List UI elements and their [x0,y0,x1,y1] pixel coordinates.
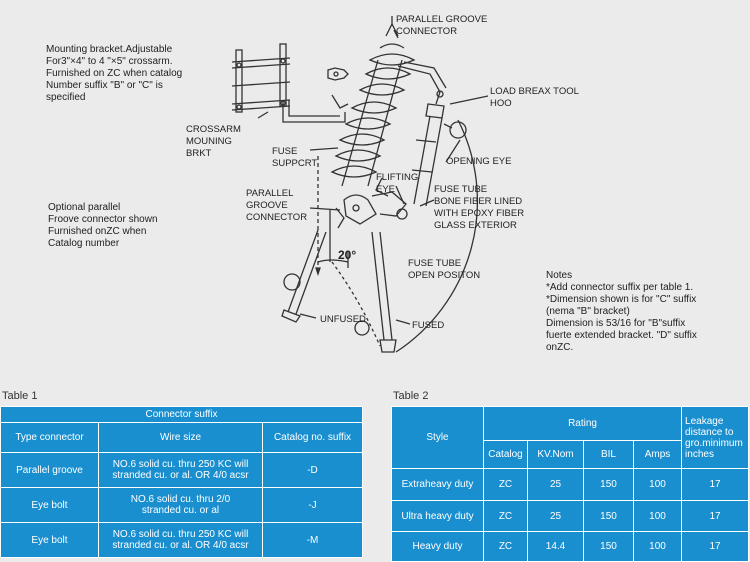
table2-cell: Ultra heavy duty [391,500,484,532]
mounting-bracket [231,43,346,123]
table2-cell: 150 [583,531,634,562]
fuse-support-label: FUSE SUPPCRT [272,146,318,169]
table1-cell: NO.6 solid cu. thru 2/0 stranded cu. or … [98,487,263,523]
table2-header-rating: Rating [482,406,683,441]
table-row: Eye bolt NO.6 solid cu. thru 250 KC will… [0,522,364,558]
table2-cell: 100 [632,500,683,532]
table2-subheader-catalog: Catalog [483,440,528,469]
table2-cell: 150 [583,468,634,501]
load-break-tool-label: LOAD BREAX TOOL HOO [490,86,579,109]
opening-eye-label: OPENING EYE [446,156,512,167]
table2-cell: 17 [681,468,750,501]
table2-cell: Extraheavy duty [391,468,484,501]
table2-cell: ZC [483,500,528,532]
table1-header-type: Type connector [0,422,99,453]
table1-cell: Eye bolt [0,487,99,523]
table2-cell: 17 [681,531,750,562]
table1-header-wire: Wire size [98,422,263,453]
table-row: Parallel groove NO.6 solid cu. thru 250 … [0,452,364,488]
fuse-tube [397,61,467,207]
unfused-label: UNFUSED [320,314,366,325]
table1-cell: NO.6 solid cu. thru 250 KC will stranded… [98,522,263,558]
table1-header-suffix: Catalog no. suffix [261,422,364,453]
table1-cell: Eye bolt [0,522,99,558]
angle-label: 20° [338,248,357,262]
table-row: Eye bolt NO.6 solid cu. thru 2/0 strande… [0,487,364,523]
table1-cell: -M [261,522,364,558]
table-row: Ultra heavy duty ZC 25 150 100 17 [391,500,750,532]
table2-caption: Table 2 [393,390,429,402]
rating-table: Style Rating Leakage distance to gro.min… [391,406,750,562]
insulator [330,16,416,187]
fused-label: FUSED [412,320,445,331]
parallel-groove-connector-top-label: PARALLEL GROOVE CONNECTOR [396,14,488,37]
table2-cell: 25 [527,468,584,501]
table2-subheader-bil: BIL [583,440,634,469]
swing-arc [395,119,479,353]
table2-cell: ZC [483,531,528,562]
table2-cell: 150 [583,500,634,532]
table2-cell: 14.4 [527,531,584,562]
fuse-tube-open-label: FUSE TUBE OPEN POSITON [408,258,481,281]
table2-cell: 25 [527,500,584,532]
table2-subheader-amps: Amps [632,440,683,469]
table2-subheader-kvnom: KV.Nom [527,440,584,469]
lower-contact [335,177,408,229]
table2-cell: 17 [681,500,750,532]
table2-cell: ZC [483,468,528,501]
table1-cell: Parallel groove [0,452,99,488]
optional-parallel-label: Optional parallel Froove connector shown… [48,202,158,249]
lifting-eye-label: FLIFTING EYE [376,172,419,195]
table2-cell: 100 [632,468,683,501]
table1-cell: NO.6 solid cu. thru 250 KC will stranded… [98,452,263,488]
table1-cell: -D [261,452,364,488]
table-row: Extraheavy duty ZC 25 150 100 17 [391,468,750,501]
mounting-bracket-label: Mounting bracket.Adjustable For3"×4" to … [46,44,183,103]
notes-block: Notes *Add connector suffix per table 1.… [546,270,697,353]
cutout-drawing [231,16,489,353]
table2-cell: 100 [632,531,683,562]
open-tube-left [281,229,327,323]
table1-caption: Table 1 [2,390,38,402]
table-row: Heavy duty ZC 14.4 150 100 17 [391,531,750,562]
fuse-tube-lined-label: FUSE TUBE BONE FIBER LINED WITH EPOXY FI… [434,184,525,231]
open-tube-center [354,231,397,353]
table2-cell: Heavy duty [391,531,484,562]
table1-cell: -J [261,487,364,523]
parallel-groove-connector-mid-label: PARALLEL GROOVE CONNECTOR [246,188,308,223]
connector-suffix-table: Connector suffix Type connector Wire siz… [0,406,364,558]
table2-header-style: Style [391,406,484,469]
table2-header-leakage: Leakage distance to gro.minimum inches [681,406,750,469]
table1-group-header: Connector suffix [0,406,364,423]
crossarm-mounting-bracket-label: CROSSARM MOUNING BRKT [186,124,241,159]
